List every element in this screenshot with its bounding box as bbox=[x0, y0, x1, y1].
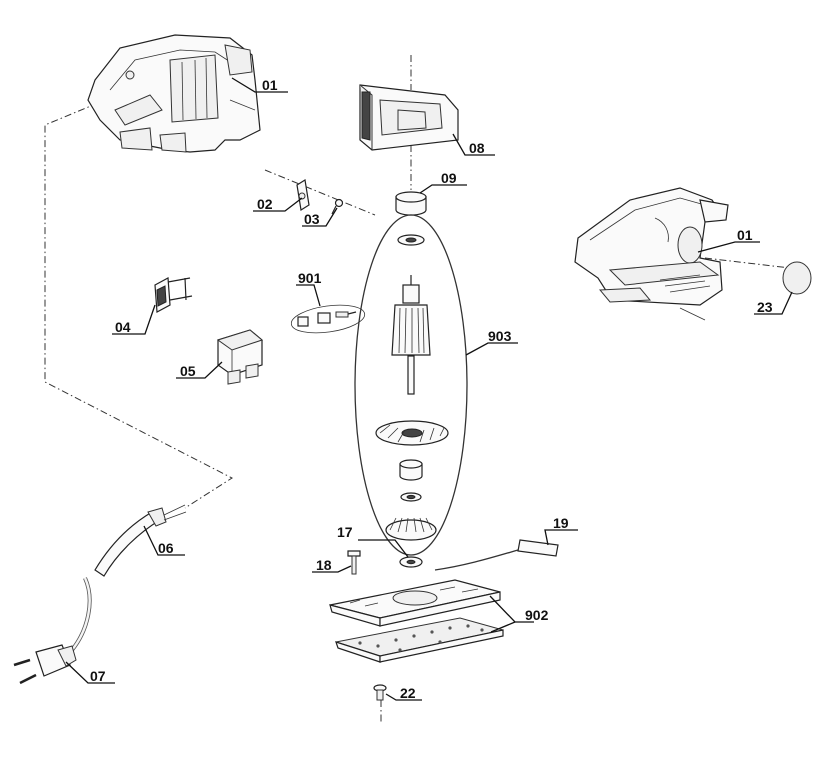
label-01-housing-right: 01 bbox=[737, 227, 753, 243]
label-09: 09 bbox=[441, 170, 457, 186]
label-03: 03 bbox=[304, 211, 320, 227]
part-06-cable-sleeve bbox=[94, 504, 187, 577]
part-903-armature-group bbox=[354, 214, 468, 556]
label-04: 04 bbox=[115, 319, 131, 335]
part-labels: 01 08 09 02 03 901 01 23 04 903 05 17 19… bbox=[90, 77, 773, 701]
assembly-lines bbox=[44, 55, 791, 722]
leader-lines bbox=[65, 77, 793, 701]
part-23-cap bbox=[782, 261, 812, 295]
label-23: 23 bbox=[757, 299, 773, 315]
part-02-switch-link bbox=[296, 179, 310, 211]
part-08-motor-stator bbox=[359, 84, 459, 151]
part-17-bearing bbox=[399, 556, 423, 568]
part-901-carbon-brushes bbox=[290, 304, 366, 334]
label-19: 19 bbox=[553, 515, 569, 531]
label-02: 02 bbox=[257, 196, 273, 212]
part-902-base-plate bbox=[329, 579, 504, 663]
part-04-switch bbox=[154, 277, 193, 313]
part-07-mains-cable bbox=[13, 577, 92, 685]
part-09-bearing bbox=[395, 191, 427, 216]
label-901: 901 bbox=[298, 270, 322, 286]
label-22: 22 bbox=[400, 685, 416, 701]
label-07: 07 bbox=[90, 668, 106, 684]
part-22-screw bbox=[373, 684, 387, 701]
part-18-screw bbox=[347, 550, 361, 575]
part-19-clamp-wire bbox=[434, 539, 559, 571]
label-05: 05 bbox=[180, 363, 196, 379]
label-06: 06 bbox=[158, 540, 174, 556]
label-903: 903 bbox=[488, 328, 512, 344]
housing-right-assembled bbox=[574, 187, 729, 321]
label-01-housing-top: 01 bbox=[262, 77, 278, 93]
label-17: 17 bbox=[337, 524, 353, 540]
label-18: 18 bbox=[316, 557, 332, 573]
part-03-screw bbox=[331, 198, 344, 215]
label-902: 902 bbox=[525, 607, 549, 623]
label-08: 08 bbox=[469, 140, 485, 156]
part-05-capacitor bbox=[216, 329, 264, 385]
housing-top-left bbox=[87, 34, 261, 153]
